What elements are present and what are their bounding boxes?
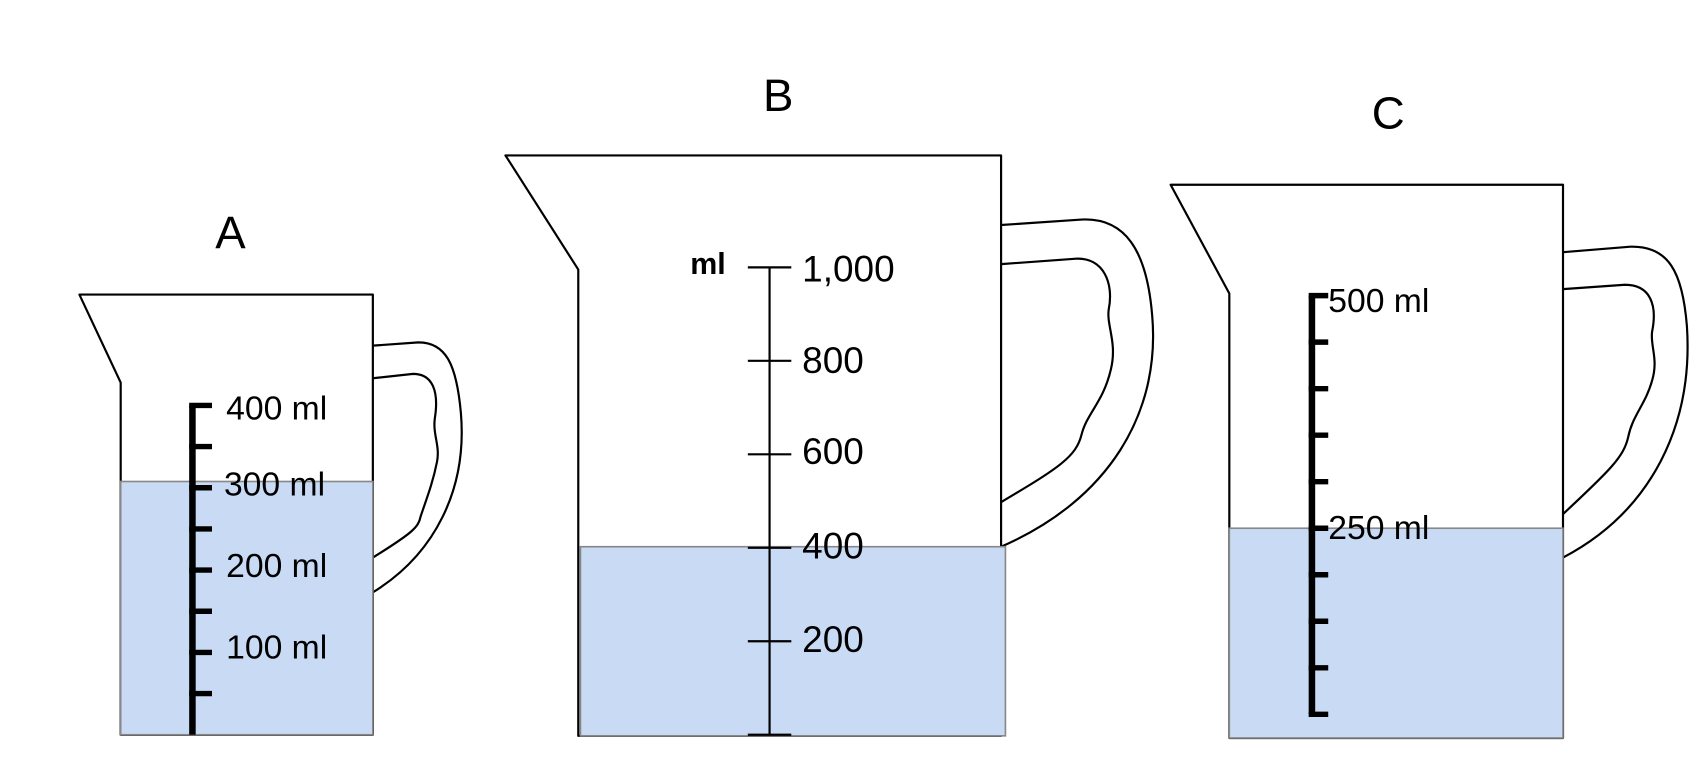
jug-b-scale xyxy=(747,266,792,736)
jug-a-scale xyxy=(189,402,212,735)
jug-a-water xyxy=(119,480,374,736)
jug-c-letter: C xyxy=(1372,87,1405,138)
jug-c-handle xyxy=(1562,245,1689,559)
jug-b-letter: B xyxy=(763,70,793,121)
jug-a-letter: A xyxy=(215,207,246,258)
jug-b-water xyxy=(579,545,1007,737)
jug-b-handle xyxy=(1000,218,1155,548)
jug-b: ml 1,000 800 600 400 200 B xyxy=(504,70,1155,737)
jug-a-label-300: 300 ml xyxy=(224,467,325,504)
jug-b-label-400: 400 xyxy=(802,526,864,567)
jug-b-label-1000: 1,000 xyxy=(802,249,894,290)
jug-b-unit: ml xyxy=(690,247,726,281)
jug-c-water xyxy=(1228,527,1564,739)
jug-a-label-400: 400 ml xyxy=(226,391,327,428)
jug-c-label-500: 500 ml xyxy=(1328,283,1429,320)
jug-b-label-600: 600 xyxy=(802,431,864,472)
jug-c: 500 ml 250 ml C xyxy=(1169,87,1689,740)
jug-c-scale xyxy=(1308,292,1329,718)
jug-b-label-800: 800 xyxy=(802,340,864,381)
jug-a-label-200: 200 ml xyxy=(226,548,327,585)
jug-c-label-250: 250 ml xyxy=(1328,510,1429,547)
jug-a: 400 ml 300 ml 200 ml 100 ml A xyxy=(78,207,463,736)
jug-a-label-100: 100 ml xyxy=(226,630,327,667)
jug-b-label-200: 200 xyxy=(802,619,864,660)
jug-a-handle xyxy=(372,341,463,594)
